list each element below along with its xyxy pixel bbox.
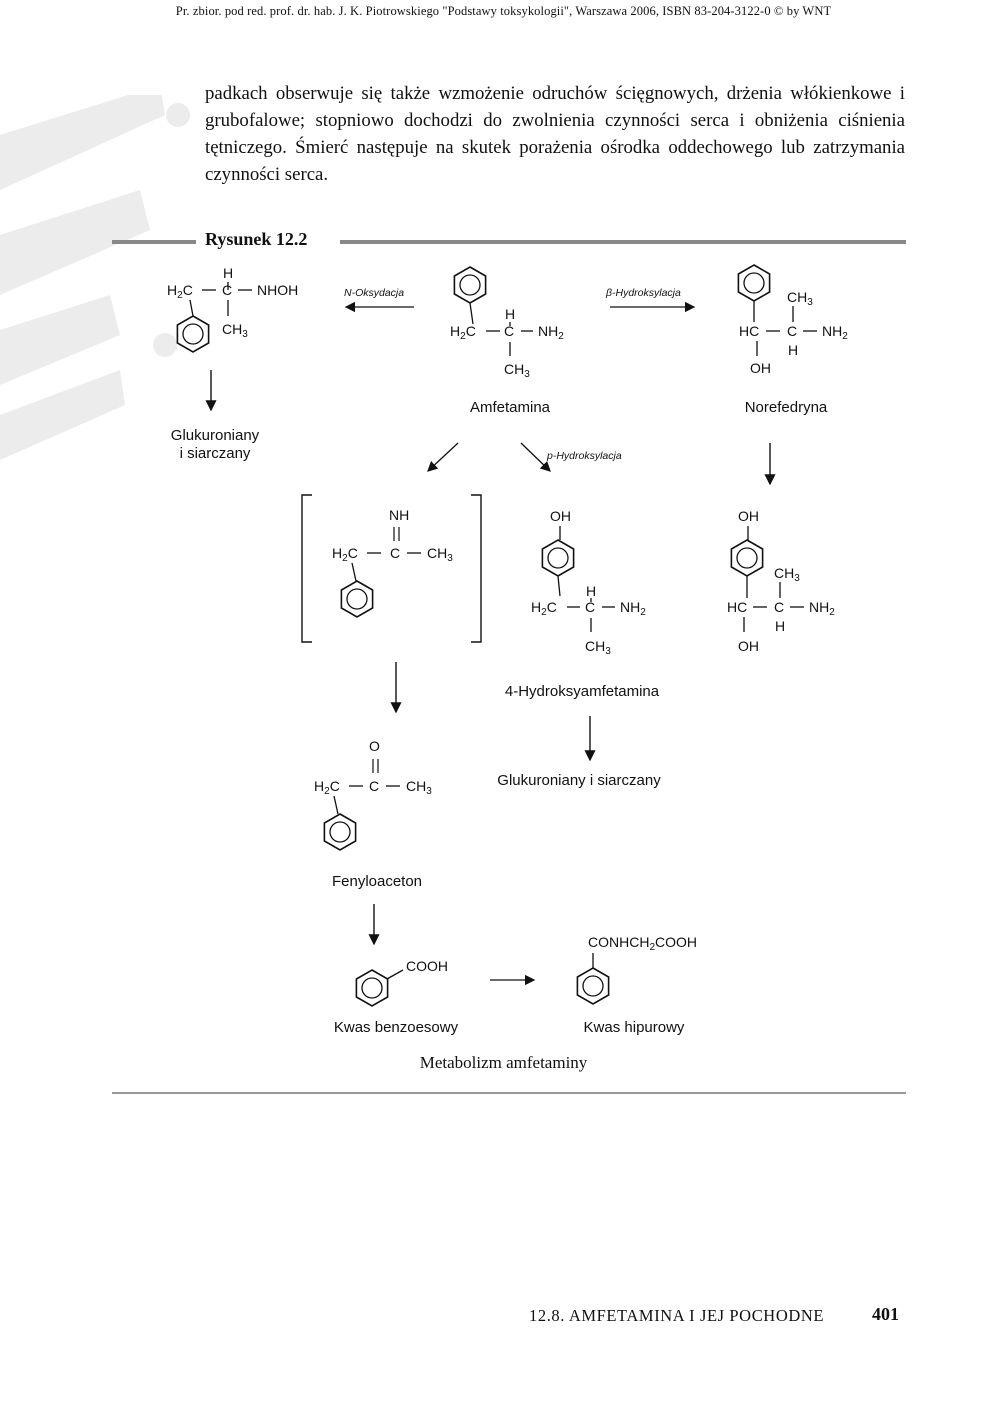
svg-text:NHOH: NHOH: [257, 282, 298, 298]
svg-text:H2C: H2C: [314, 778, 340, 797]
n-hydroxyamphetamine-structure: H H2C C NHOH CH3: [167, 265, 298, 353]
benzoic-acid-label: Kwas benzoesowy: [334, 1019, 459, 1036]
conjugates-left-label: Glukuroniany: [171, 427, 260, 444]
norephedrine-label: Norefedryna: [745, 399, 828, 416]
watermark-logo: [0, 95, 190, 460]
svg-text:CONHCH2COOH: CONHCH2COOH: [588, 934, 697, 953]
svg-text:HC: HC: [739, 323, 759, 339]
hydroxyamphetamine-label: 4-Hydroksyamfetamina: [505, 683, 660, 700]
conjugates-left-label-2: i siarczany: [180, 445, 251, 462]
intro-paragraph: padkach obserwuje się także wzmożenie od…: [205, 83, 905, 185]
svg-text:COOH: COOH: [406, 958, 448, 974]
phenylacetone-structure: O H2C C CH3: [314, 738, 432, 851]
imine-intermediate-structure: NH H2C C CH3: [301, 494, 482, 643]
svg-text:H: H: [788, 342, 798, 358]
svg-text:NH2: NH2: [822, 323, 848, 342]
svg-text:C: C: [369, 778, 379, 794]
svg-text:O: O: [369, 738, 380, 754]
svg-text:CH3: CH3: [504, 361, 530, 380]
svg-text:CH3: CH3: [585, 638, 611, 657]
svg-text:NH2: NH2: [538, 323, 564, 342]
benzoic-acid-structure: COOH: [355, 958, 448, 1007]
norephedrine-structure: CH3 HC C NH2 H OH: [737, 264, 848, 376]
phenylacetone-label: Fenyloaceton: [332, 873, 422, 890]
svg-text:H: H: [586, 583, 596, 599]
svg-text:CH3: CH3: [406, 778, 432, 797]
conjugates-middle-label: Glukuroniany i siarczany: [497, 772, 661, 789]
svg-text:NH2: NH2: [620, 599, 646, 618]
hippuric-acid-structure: CONHCH2COOH: [576, 934, 697, 1005]
p-hydroxylation-label: p-Hydroksylacja: [546, 450, 622, 462]
figure-label: Rysunek 12.2: [205, 229, 308, 249]
svg-text:CH3: CH3: [774, 565, 800, 584]
svg-text:C: C: [774, 599, 784, 615]
svg-text:C: C: [222, 282, 232, 298]
svg-text:OH: OH: [738, 508, 759, 524]
svg-text:NH: NH: [389, 507, 409, 523]
svg-text:H2C: H2C: [531, 599, 557, 618]
svg-text:H2C: H2C: [167, 282, 193, 301]
n-oxidation-label: N-Oksydacja: [344, 287, 404, 299]
svg-text:OH: OH: [738, 638, 759, 654]
svg-text:OH: OH: [750, 360, 771, 376]
svg-text:CH3: CH3: [222, 321, 248, 340]
svg-text:H: H: [775, 618, 785, 634]
amphetamine-label: Amfetamina: [470, 399, 551, 416]
page-number: 401: [872, 1304, 899, 1324]
svg-text:OH: OH: [550, 508, 571, 524]
svg-text:H: H: [505, 306, 515, 322]
svg-text:C: C: [585, 599, 595, 615]
svg-text:H: H: [223, 265, 233, 281]
svg-text:H2C: H2C: [450, 323, 476, 342]
svg-text:NH2: NH2: [809, 599, 835, 618]
figure-rule-left: [112, 240, 196, 244]
svg-text:C: C: [504, 323, 514, 339]
svg-text:CH3: CH3: [427, 545, 453, 564]
footer-section-title: 12.8. AMFETAMINA I JEJ POCHODNE: [529, 1306, 825, 1325]
running-header: Pr. zbior. pod red. prof. dr. hab. J. K.…: [175, 4, 832, 18]
svg-text:HC: HC: [727, 599, 747, 615]
hydroxynorephedrine-structure: OH CH3 HC C NH2 H OH: [727, 508, 835, 654]
figure-caption: Metabolizm amfetaminy: [419, 1053, 588, 1072]
figure-rule-right: [340, 240, 906, 244]
beta-hydroxylation-label: β-Hydroksylacja: [605, 287, 681, 299]
amphetamine-structure: H2C H C NH2 CH3: [450, 266, 564, 380]
svg-text:CH3: CH3: [787, 289, 813, 308]
hippuric-acid-label: Kwas hipurowy: [584, 1019, 685, 1036]
svg-text:C: C: [390, 545, 400, 561]
figure-bottom-rule: [112, 1092, 906, 1094]
svg-text:H2C: H2C: [332, 545, 358, 564]
svg-text:C: C: [787, 323, 797, 339]
hydroxyamphetamine-structure: OH H2C H C NH2 CH3: [531, 508, 646, 657]
